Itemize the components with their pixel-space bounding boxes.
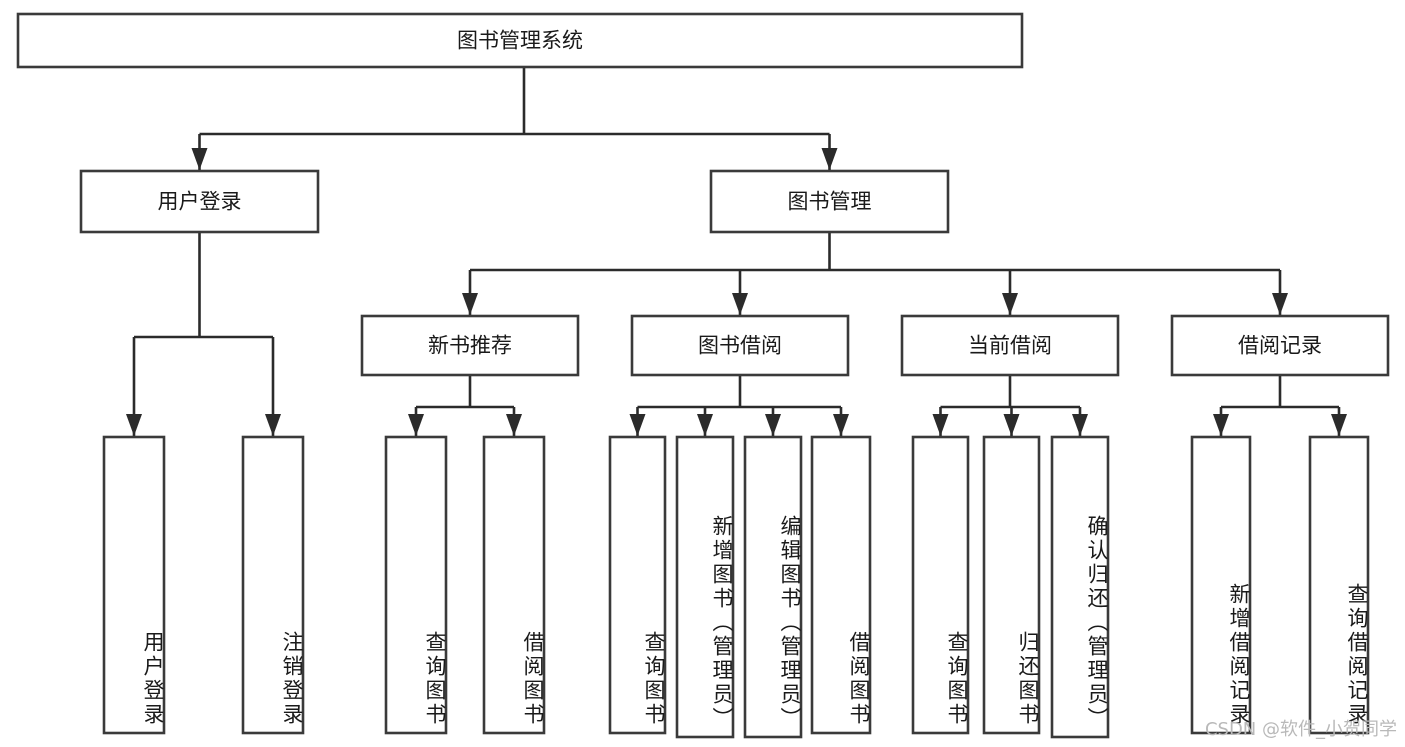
node-box-add-book-admin[interactable] <box>675 435 735 739</box>
node-box-book-manage[interactable] <box>709 169 950 234</box>
node-box-query-book-1[interactable] <box>384 435 448 735</box>
node-box-query-book-2[interactable] <box>608 435 667 735</box>
node-label-current-borrow: 当前借阅 <box>968 334 1052 358</box>
book-manage-arrow-3 <box>1272 293 1288 315</box>
node-box-borrow-record[interactable] <box>1170 314 1390 377</box>
connector-layer <box>126 67 1347 436</box>
root-arrow-1 <box>821 148 838 170</box>
current-borrow-arrow-0 <box>932 414 949 436</box>
node-box-borrow-book-1[interactable] <box>482 435 546 735</box>
node-box-edit-book-admin[interactable] <box>743 435 803 739</box>
book-manage-arrow-0 <box>462 293 478 315</box>
user-login-arrow-1 <box>265 414 281 436</box>
current-borrow-arrow-2 <box>1072 414 1088 436</box>
book-manage-arrow-1 <box>732 293 748 315</box>
node-label-borrow-record: 借阅记录 <box>1238 334 1322 358</box>
node-label-root: 图书管理系统 <box>457 29 583 53</box>
book-manage-arrow-2 <box>1002 293 1018 315</box>
node-box-root[interactable] <box>16 12 1024 69</box>
watermark-text: CSDN @软件_小贺同学 <box>1204 719 1397 740</box>
node-box-query-book-3[interactable] <box>911 435 970 735</box>
box-layer <box>16 12 1390 739</box>
node-box-confirm-return-admin[interactable] <box>1050 435 1110 739</box>
book-borrow-arrow-0 <box>629 414 646 436</box>
node-box-user-login[interactable] <box>79 169 320 234</box>
new-book-recommend-arrow-1 <box>506 414 522 436</box>
node-box-current-borrow[interactable] <box>900 314 1120 377</box>
node-label-book-manage: 图书管理 <box>788 190 872 214</box>
node-label-user-login: 用户登录 <box>158 190 242 214</box>
borrow-record-arrow-1 <box>1331 414 1347 436</box>
borrow-record-arrow-0 <box>1213 414 1229 436</box>
node-box-borrow-book-2[interactable] <box>810 435 872 735</box>
node-box-logout-leaf[interactable] <box>241 435 305 735</box>
new-book-recommend-arrow-0 <box>408 414 424 436</box>
node-box-add-borrow-record[interactable] <box>1190 435 1252 735</box>
node-box-return-book[interactable] <box>982 435 1041 735</box>
node-label-new-book-recommend: 新书推荐 <box>428 334 512 358</box>
current-borrow-arrow-1 <box>1003 414 1020 436</box>
root-arrow-0 <box>191 148 208 170</box>
book-borrow-arrow-2 <box>765 414 781 436</box>
user-login-arrow-0 <box>126 414 142 436</box>
node-box-user-login-leaf[interactable] <box>102 435 166 735</box>
node-box-new-book-recommend[interactable] <box>360 314 580 377</box>
book-borrow-arrow-3 <box>833 414 849 436</box>
node-box-book-borrow[interactable] <box>630 314 850 377</box>
book-borrow-arrow-1 <box>697 414 713 436</box>
node-box-query-borrow-record[interactable] <box>1308 435 1370 735</box>
node-label-book-borrow: 图书借阅 <box>698 334 782 358</box>
